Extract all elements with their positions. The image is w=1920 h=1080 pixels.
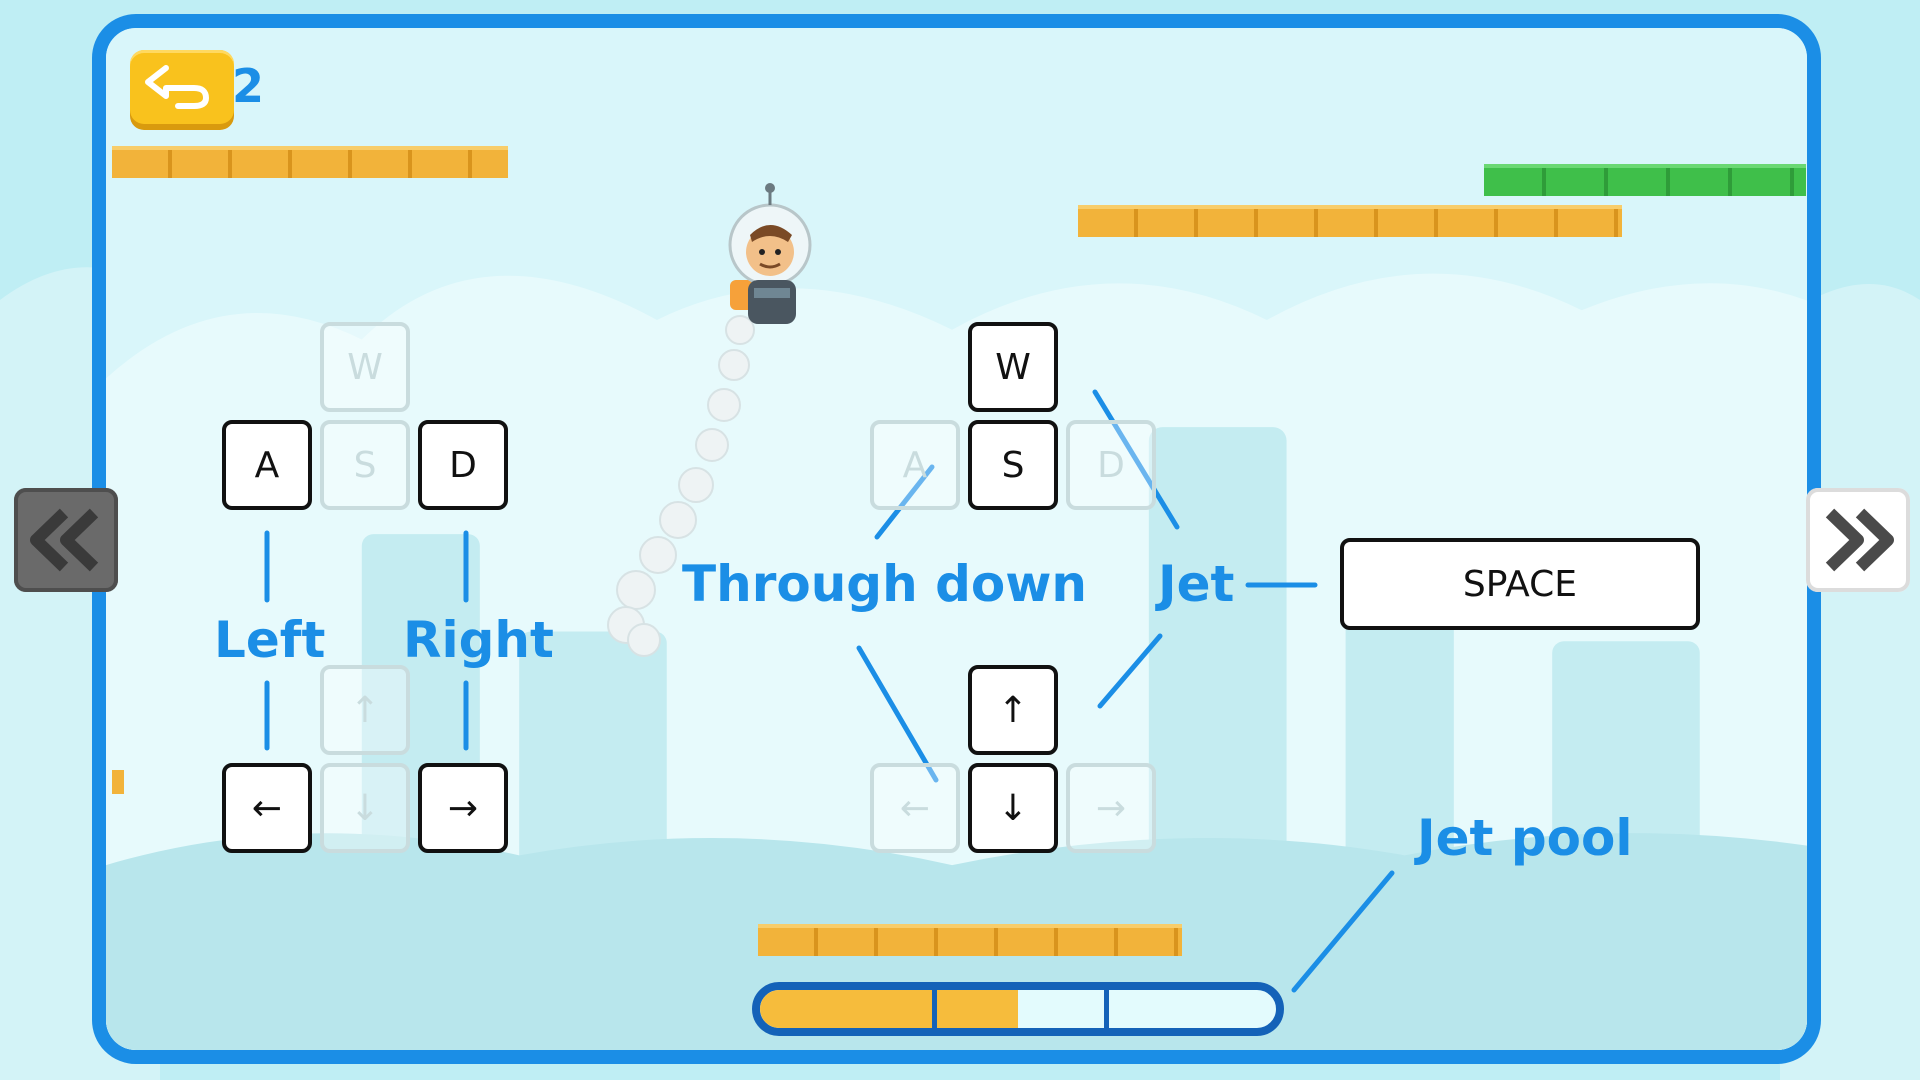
key-up-left: ↑	[320, 665, 410, 755]
key-right-arrow: →	[418, 763, 508, 853]
label-through-down: Through down	[682, 555, 1088, 613]
jet-pool-fill	[760, 990, 1018, 1028]
key-a-right: A	[870, 420, 960, 510]
level-number: 2	[232, 59, 265, 113]
double-chevron-right-icon	[1825, 508, 1894, 572]
platform-edge-left	[112, 770, 124, 794]
platform-bottom	[758, 924, 1182, 956]
next-page-button[interactable]	[1806, 488, 1910, 592]
key-w-left: W	[320, 322, 410, 412]
key-left-right: ←	[870, 763, 960, 853]
previous-page-button[interactable]	[14, 488, 118, 592]
jet-pool-divider	[932, 990, 937, 1028]
label-left: Left	[214, 611, 326, 669]
label-right: Right	[403, 611, 554, 669]
undo-arrow-icon	[145, 65, 209, 109]
key-down-right: ↓	[968, 763, 1058, 853]
jet-pool-divider	[1104, 990, 1109, 1028]
back-button[interactable]	[130, 50, 234, 124]
label-jet: Jet	[1158, 555, 1235, 613]
double-chevron-left-icon	[30, 508, 99, 572]
cloud-city-backdrop	[106, 28, 1807, 1050]
key-down-left: ↓	[320, 763, 410, 853]
key-s-left: S	[320, 420, 410, 510]
key-d-right: D	[1066, 420, 1156, 510]
key-s-right: S	[968, 420, 1058, 510]
jet-pool-bar	[752, 982, 1284, 1036]
label-jet-pool: Jet pool	[1417, 809, 1633, 867]
key-d-left: D	[418, 420, 508, 510]
key-right-right: →	[1066, 763, 1156, 853]
key-a-left: A	[222, 420, 312, 510]
platform-green	[1484, 164, 1806, 196]
key-space: SPACE	[1340, 538, 1700, 630]
platform-top-left	[112, 146, 508, 178]
platform-top-right	[1078, 205, 1622, 237]
jetpack-character	[607, 183, 812, 657]
key-up-right: ↑	[968, 665, 1058, 755]
key-left-arrow: ←	[222, 763, 312, 853]
key-w-right: W	[968, 322, 1058, 412]
